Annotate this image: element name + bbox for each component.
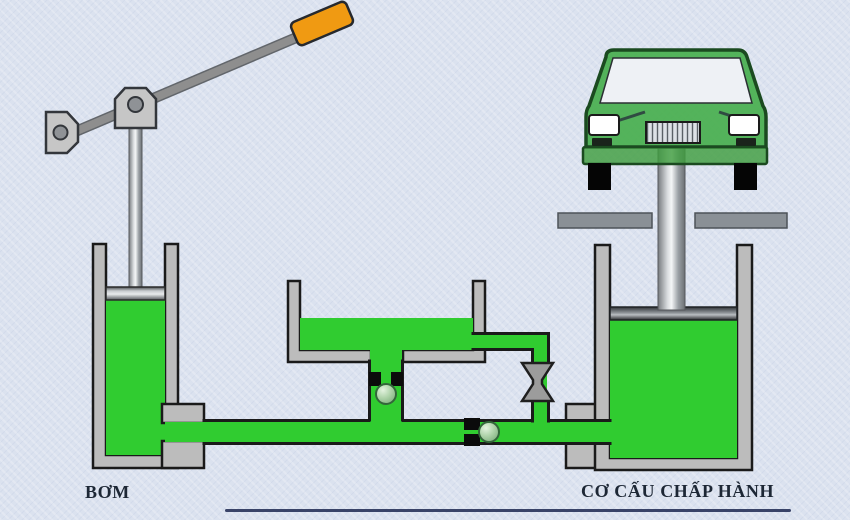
- reservoir-fluid: [300, 318, 473, 350]
- car-bumper-guard-left: [592, 138, 612, 146]
- bottom-border-line: [225, 509, 791, 512]
- car-wheel-left: [588, 163, 611, 190]
- pump-outlet-block-bottom: [160, 439, 206, 470]
- check-valve-seat: [391, 372, 403, 386]
- actuator-label: CƠ CẤU CHẤP HÀNH: [581, 481, 775, 501]
- actuator-piston-rod: [657, 147, 686, 311]
- lever-handle: [289, 0, 355, 47]
- return-pipe-fluid: [473, 335, 534, 348]
- car-windshield: [599, 57, 753, 104]
- actuator-inlet-block-bottom: [564, 439, 598, 470]
- ground-platform-right: [694, 212, 788, 229]
- car-wheel-right: [734, 163, 757, 190]
- pump-label: BƠM: [85, 482, 130, 502]
- pump-piston-rod: [128, 117, 143, 294]
- main-pipe-fluid: [165, 422, 610, 442]
- pivot-pin-hole: [127, 96, 144, 113]
- car-bumper: [581, 145, 769, 166]
- lifted-car: [581, 48, 769, 190]
- pump-fluid: [106, 299, 165, 455]
- car-wiper-left: [616, 110, 646, 123]
- pump-piston: [105, 286, 166, 301]
- car-headlight-left: [588, 114, 620, 136]
- car-bumper-guard-right: [736, 138, 756, 146]
- reservoir-check-valve-ball: [375, 383, 397, 405]
- actuator-fluid: [610, 319, 737, 458]
- pump-outlet-block-top: [160, 402, 206, 425]
- shutoff-valve: [519, 361, 556, 403]
- check-valve-seat: [464, 418, 480, 430]
- car-headlight-right: [728, 114, 760, 136]
- car-grille: [645, 121, 701, 144]
- check-valve-seat: [369, 372, 381, 386]
- ground-platform-left: [557, 212, 653, 229]
- lever-arm: [70, 32, 302, 137]
- check-valve-seat: [464, 434, 480, 446]
- link-pin-hole: [52, 124, 69, 141]
- pipe-check-valve-ball: [478, 421, 500, 443]
